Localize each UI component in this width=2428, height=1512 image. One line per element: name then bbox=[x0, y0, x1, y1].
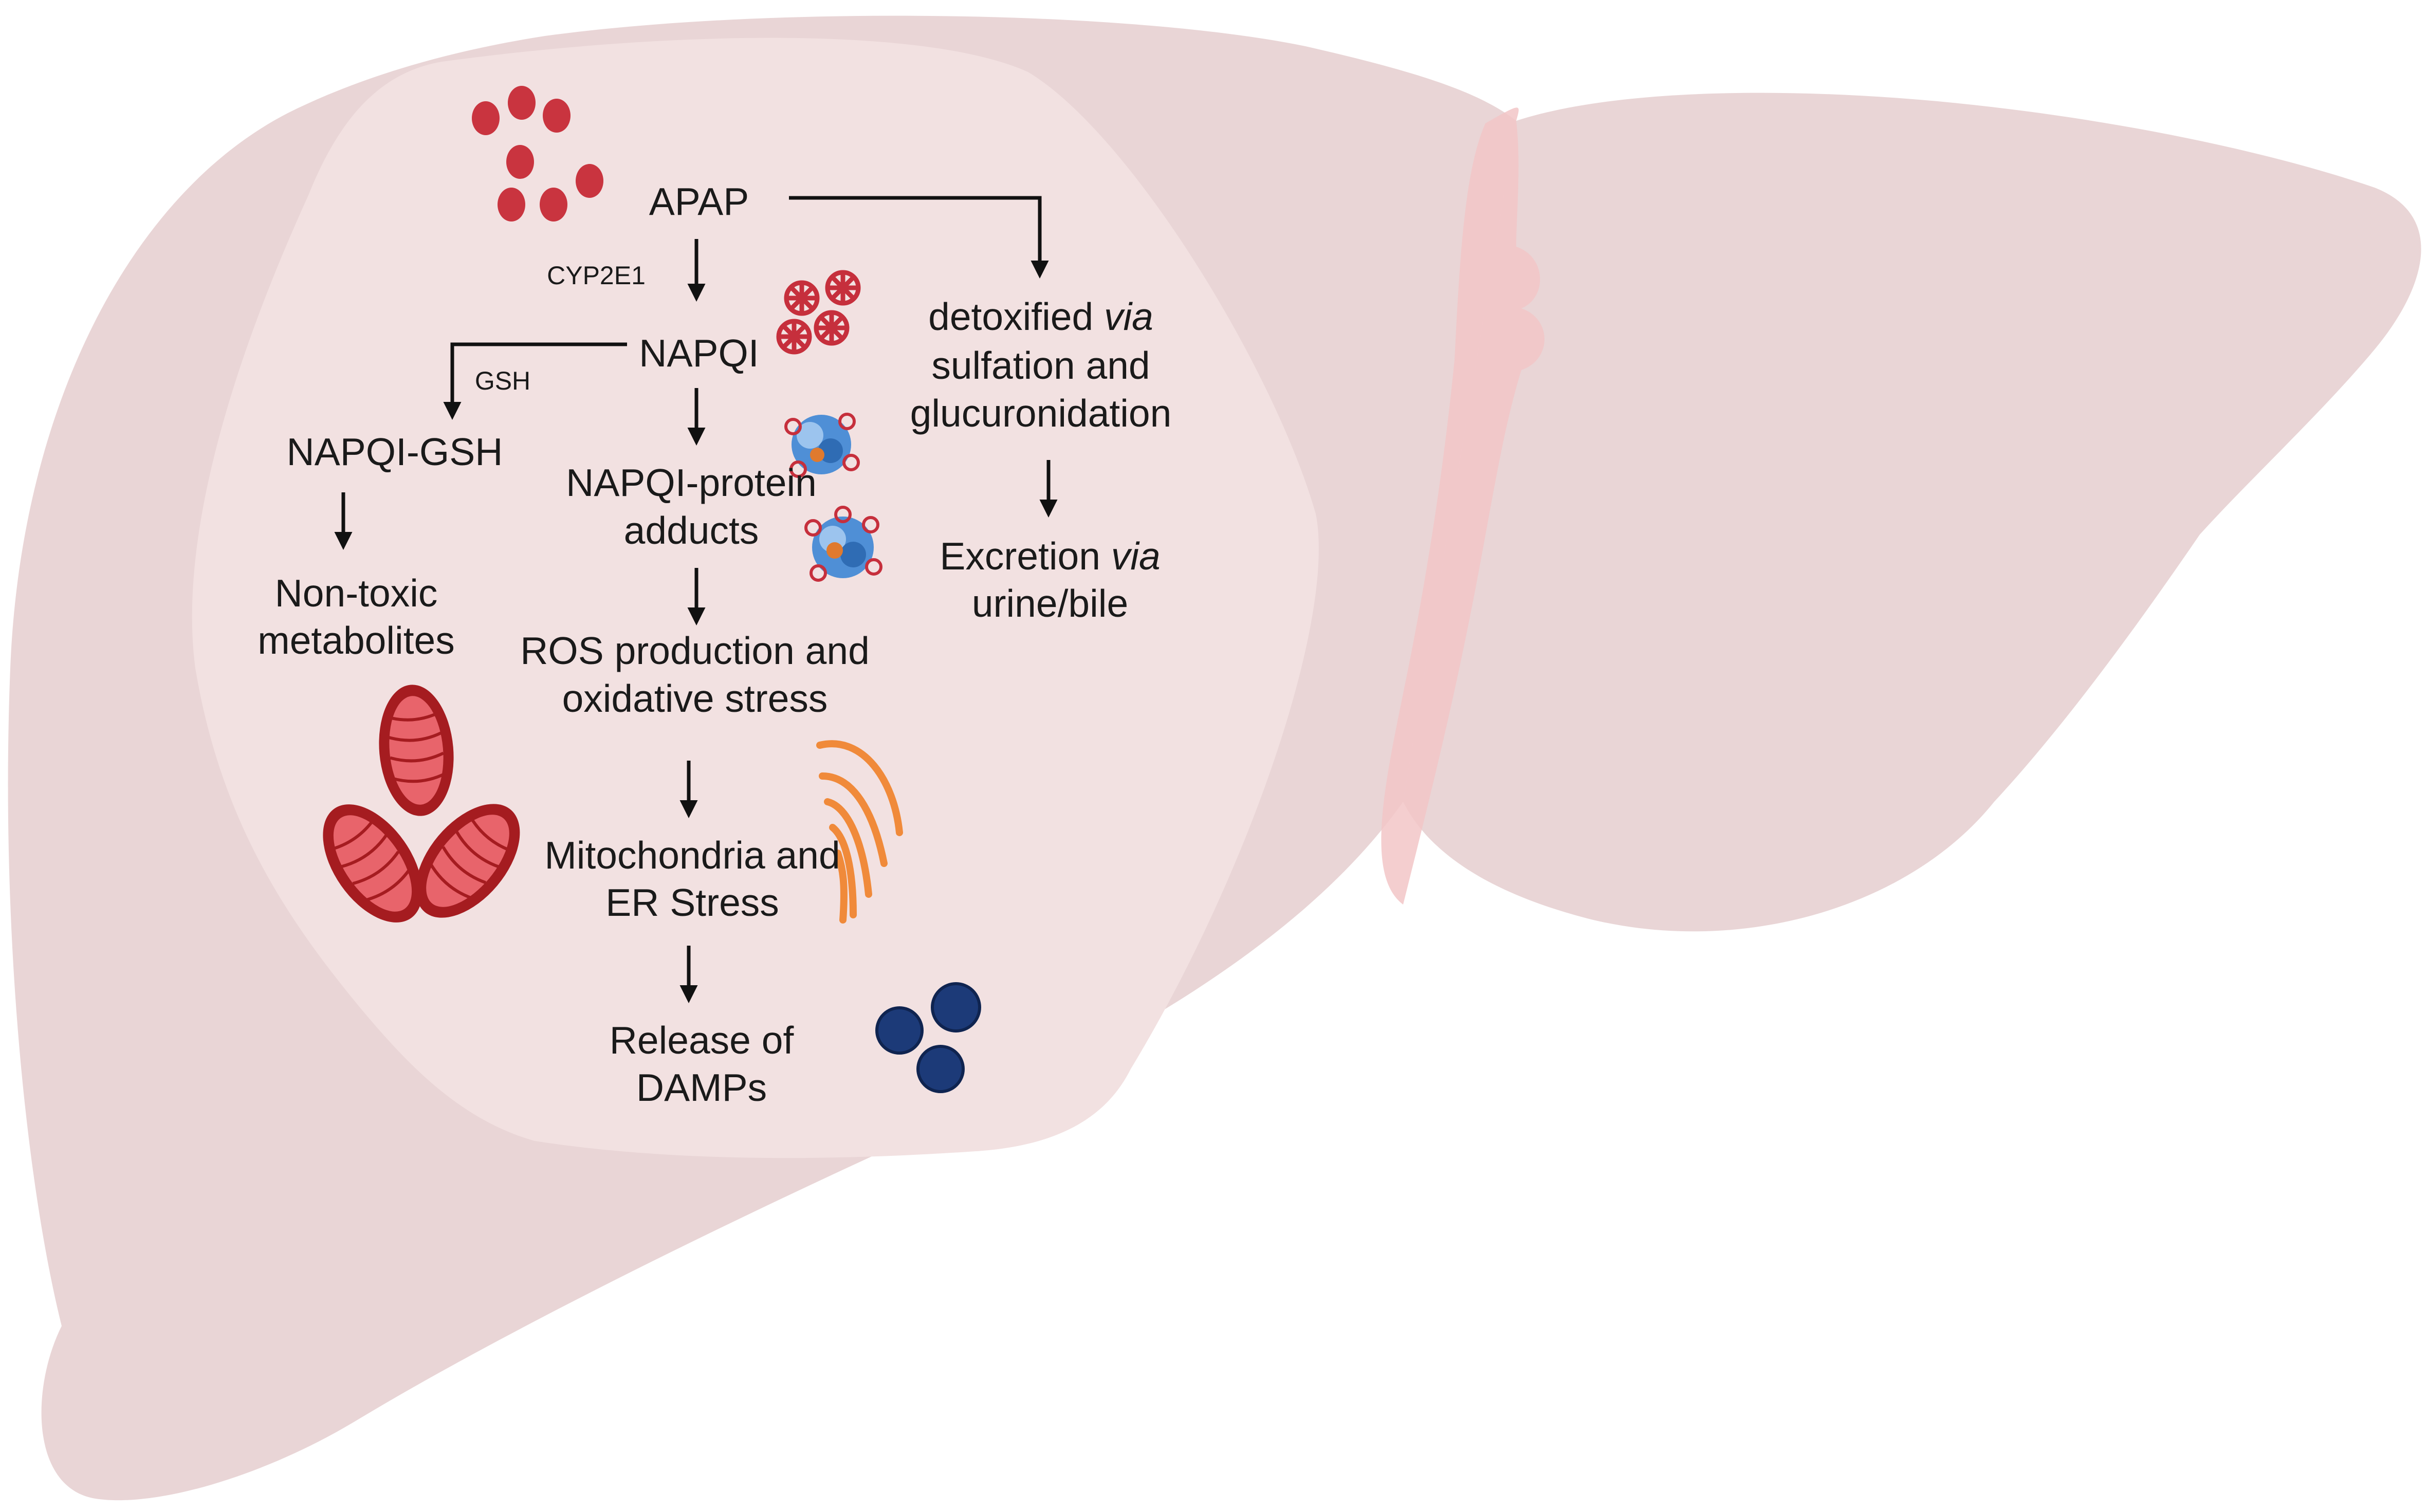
nontoxic-label-line2: metabolites bbox=[257, 619, 455, 662]
mitochondria-icon bbox=[323, 685, 520, 923]
excretion-via: via bbox=[1111, 534, 1161, 578]
ligament-band bbox=[1381, 107, 1544, 905]
damp-particle bbox=[931, 982, 981, 1032]
detox-label-line3: glucuronidation bbox=[910, 392, 1172, 435]
napqi-molecule bbox=[825, 270, 861, 306]
damps-label-line2: DAMPs bbox=[636, 1066, 767, 1109]
protein-adduct bbox=[784, 413, 860, 478]
apap-pill bbox=[506, 145, 534, 179]
liver-right-lobe bbox=[1403, 93, 2421, 932]
mito-label-line1: Mitochondria and bbox=[544, 834, 840, 877]
mitochondrion bbox=[415, 804, 520, 918]
pathway-labels: APAP CYP2E1 NAPQI GSH NAPQI-GSH Non-toxi… bbox=[257, 180, 1171, 1109]
ros-label-line1: ROS production and bbox=[520, 629, 870, 672]
protein-adduct-icon bbox=[784, 413, 882, 582]
endoplasmic-reticulum-icon bbox=[816, 740, 903, 924]
gsh-label: GSH bbox=[475, 366, 530, 395]
napqi-molecule bbox=[784, 280, 820, 316]
mitochondrion bbox=[323, 804, 422, 923]
napqi-molecule bbox=[776, 319, 812, 355]
arrow-apap-to-detox bbox=[789, 196, 1049, 279]
protein-adduct bbox=[804, 506, 882, 582]
apap-pill bbox=[543, 99, 571, 133]
damps-label-line1: Release of bbox=[610, 1019, 794, 1062]
arrow-napqi-to-gsh bbox=[443, 342, 627, 420]
napqi-molecule-icon bbox=[776, 270, 861, 355]
mito-label-line2: ER Stress bbox=[605, 881, 779, 924]
excretion-label-line1: Excretion via bbox=[940, 534, 1160, 578]
liver-silhouette bbox=[8, 15, 2421, 1501]
ros-label-line2: oxidative stress bbox=[562, 677, 828, 720]
apap-pill bbox=[540, 188, 567, 222]
napqi-molecule bbox=[814, 310, 850, 346]
apap-pill bbox=[498, 188, 525, 222]
damps-cluster-icon bbox=[875, 982, 981, 1093]
apap-pill-icon bbox=[472, 86, 603, 222]
excretion-text: Excretion bbox=[940, 534, 1111, 578]
adducts-label-line1: NAPQI-protein bbox=[566, 461, 817, 504]
cyp2e1-label: CYP2E1 bbox=[547, 261, 646, 290]
apap-pill bbox=[508, 86, 536, 120]
excretion-label-line2: urine/bile bbox=[972, 582, 1128, 625]
detox-label-line1: detoxified via bbox=[928, 295, 1153, 338]
napqi-label: NAPQI bbox=[639, 331, 759, 375]
napqi-gsh-label: NAPQI-GSH bbox=[287, 430, 503, 473]
adducts-label-line2: adducts bbox=[624, 509, 759, 552]
apap-label: APAP bbox=[649, 180, 749, 223]
detox-text: detoxified bbox=[928, 295, 1104, 338]
detox-label-line2: sulfation and bbox=[931, 344, 1150, 387]
apap-pill bbox=[576, 164, 603, 198]
damp-particle bbox=[875, 1006, 924, 1055]
pathway-arrows bbox=[334, 196, 1058, 1003]
detox-via: via bbox=[1104, 295, 1153, 338]
mitochondrion bbox=[379, 685, 454, 816]
apap-pill bbox=[472, 101, 500, 135]
damp-particle bbox=[916, 1045, 965, 1093]
nontoxic-label-line1: Non-toxic bbox=[275, 571, 438, 615]
